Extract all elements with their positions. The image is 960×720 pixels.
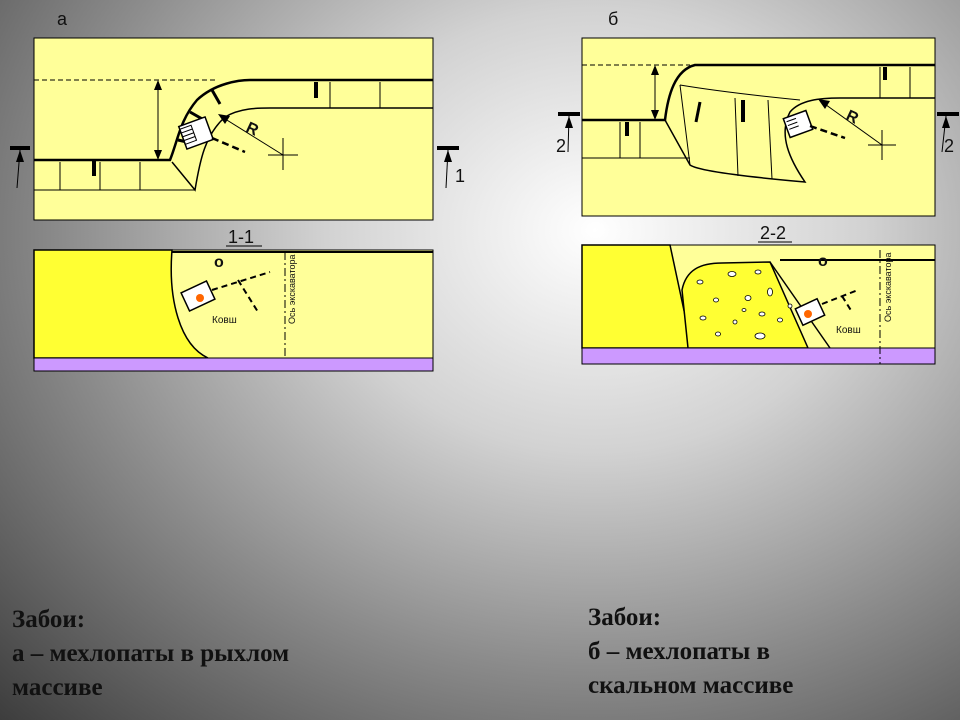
diagram-b-label: б bbox=[608, 9, 618, 29]
section-b-base-layer bbox=[581, 347, 936, 365]
plan-a-radius-line bbox=[221, 116, 284, 156]
section-1-right-marker bbox=[437, 146, 459, 189]
dimension-arrow bbox=[154, 150, 162, 160]
radius-arrow bbox=[218, 114, 230, 124]
caption-left-heading: Забои: bbox=[12, 606, 86, 633]
section-b-pivot-mark: о bbox=[818, 253, 828, 270]
plan-b-peg bbox=[694, 101, 702, 123]
section-2-2-title: 2-2 bbox=[760, 223, 786, 243]
plan-b-rock-line bbox=[679, 84, 691, 166]
section-a-boom-line bbox=[237, 279, 259, 313]
plan-b-rock-line bbox=[734, 97, 739, 177]
dimension-arrow bbox=[651, 65, 659, 75]
caption-right-line2: б – мехлопаты в bbox=[588, 638, 770, 665]
caption-right-line3: скальном массиве bbox=[588, 672, 794, 699]
caption-right: Забои: б – мехлопаты в скальном массиве bbox=[588, 601, 793, 703]
section-b-blasted-rock bbox=[681, 261, 810, 349]
radius-arrow bbox=[818, 99, 830, 109]
section-1-left-marker bbox=[10, 146, 30, 189]
bucket-dot-icon bbox=[196, 294, 204, 302]
section-a-stick-line bbox=[211, 271, 271, 291]
plan-b-rock-line bbox=[767, 99, 773, 180]
section-1-1-title: 1-1 bbox=[228, 227, 254, 247]
section-b-boom-line bbox=[841, 295, 853, 313]
plan-a-face-tick bbox=[210, 89, 222, 105]
caption-left: Забои: а – мехлопаты в рыхлом массиве bbox=[12, 603, 289, 705]
diagram-b-section: 2-2 о Ковш bbox=[581, 223, 936, 365]
caption-right-heading: Забои: bbox=[588, 604, 662, 631]
diagram-a-label: а bbox=[57, 9, 68, 29]
caption-left-line3: массиве bbox=[12, 674, 103, 701]
section-a-pivot-mark: о bbox=[214, 254, 224, 271]
plan-b-radius-line bbox=[821, 101, 883, 146]
bucket-dot-icon bbox=[804, 310, 812, 318]
section-2-right-marker bbox=[937, 112, 959, 153]
section-b-axis-label: Ось экскаватора bbox=[883, 253, 893, 323]
plan-b-face-outline bbox=[582, 63, 935, 122]
plan-b-boom-line bbox=[809, 124, 846, 140]
dimension-arrow bbox=[651, 110, 659, 120]
section-2-right-mark: 2 bbox=[944, 136, 954, 156]
section-a-base-layer bbox=[33, 357, 434, 372]
section-b-bench-edge bbox=[769, 261, 831, 349]
excavator-plan-icon-b bbox=[782, 109, 814, 139]
caption-left-line2: а – мехлопаты в рыхлом bbox=[12, 640, 290, 667]
plan-b-panel bbox=[581, 37, 936, 217]
section-a-bucket-label: Ковш bbox=[212, 315, 237, 326]
plan-a-face-outline bbox=[34, 78, 433, 162]
section-2-left-mark: 2 bbox=[556, 136, 566, 156]
diagram-a-section: 1-1 о Ковш Ось экскаватора bbox=[33, 227, 434, 372]
plan-a-panel bbox=[33, 37, 434, 221]
plan-b-rock-face bbox=[664, 97, 935, 183]
section-b-bucket-label: Ковш bbox=[836, 325, 861, 336]
plan-b-rock-inner bbox=[679, 84, 801, 101]
section-1-mark: 1 bbox=[455, 166, 465, 186]
section-a-axis-label: Ось экскаватора bbox=[287, 255, 297, 325]
dimension-arrow bbox=[154, 80, 162, 90]
excavator-plan-icon bbox=[177, 115, 215, 151]
rock-fragments bbox=[696, 269, 793, 340]
diagram-b-plan: б R bbox=[556, 9, 959, 217]
diagram-a-plan: а R bbox=[10, 9, 465, 221]
section-b-stick-line bbox=[821, 289, 859, 305]
plan-a-boom-line bbox=[211, 136, 246, 154]
section-2-left-marker bbox=[558, 112, 580, 153]
